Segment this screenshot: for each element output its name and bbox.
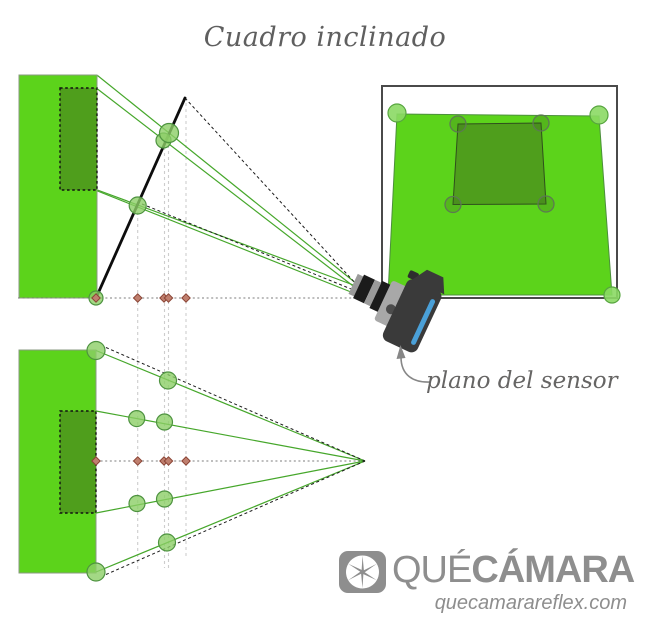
dashed-rays [105,347,366,575]
side-view-corrected-panel [18,340,366,582]
aperture-icon [339,551,386,593]
sensor-plane-stripe [411,299,436,345]
picture-shape [452,122,547,206]
intersection-nodes [88,122,180,306]
logo-domain: quecamarareflex.com [434,592,627,614]
camera-icon [348,269,445,353]
picture-area-rect [59,410,97,514]
logo-word-light: QUÉ [392,549,472,591]
sensor-plane-label: plano del sensor [426,368,618,394]
photo-result-panel [380,85,621,304]
page-title: Cuadro inclinado [203,22,447,53]
picture-corner-nodes [444,114,555,214]
dashed-rays [141,97,362,294]
intersection-nodes [86,340,178,582]
logo-wordmark: QUÉCÁMARA [392,549,635,591]
arrow-up-icon [396,345,432,383]
green-rays [97,75,362,297]
logo-word-bold: CÁMARA [471,549,635,591]
side-view-tilted-panel [18,74,362,306]
axis-diamonds [91,456,191,466]
axis-diamonds [91,293,191,303]
picture-area-rect [59,87,98,191]
